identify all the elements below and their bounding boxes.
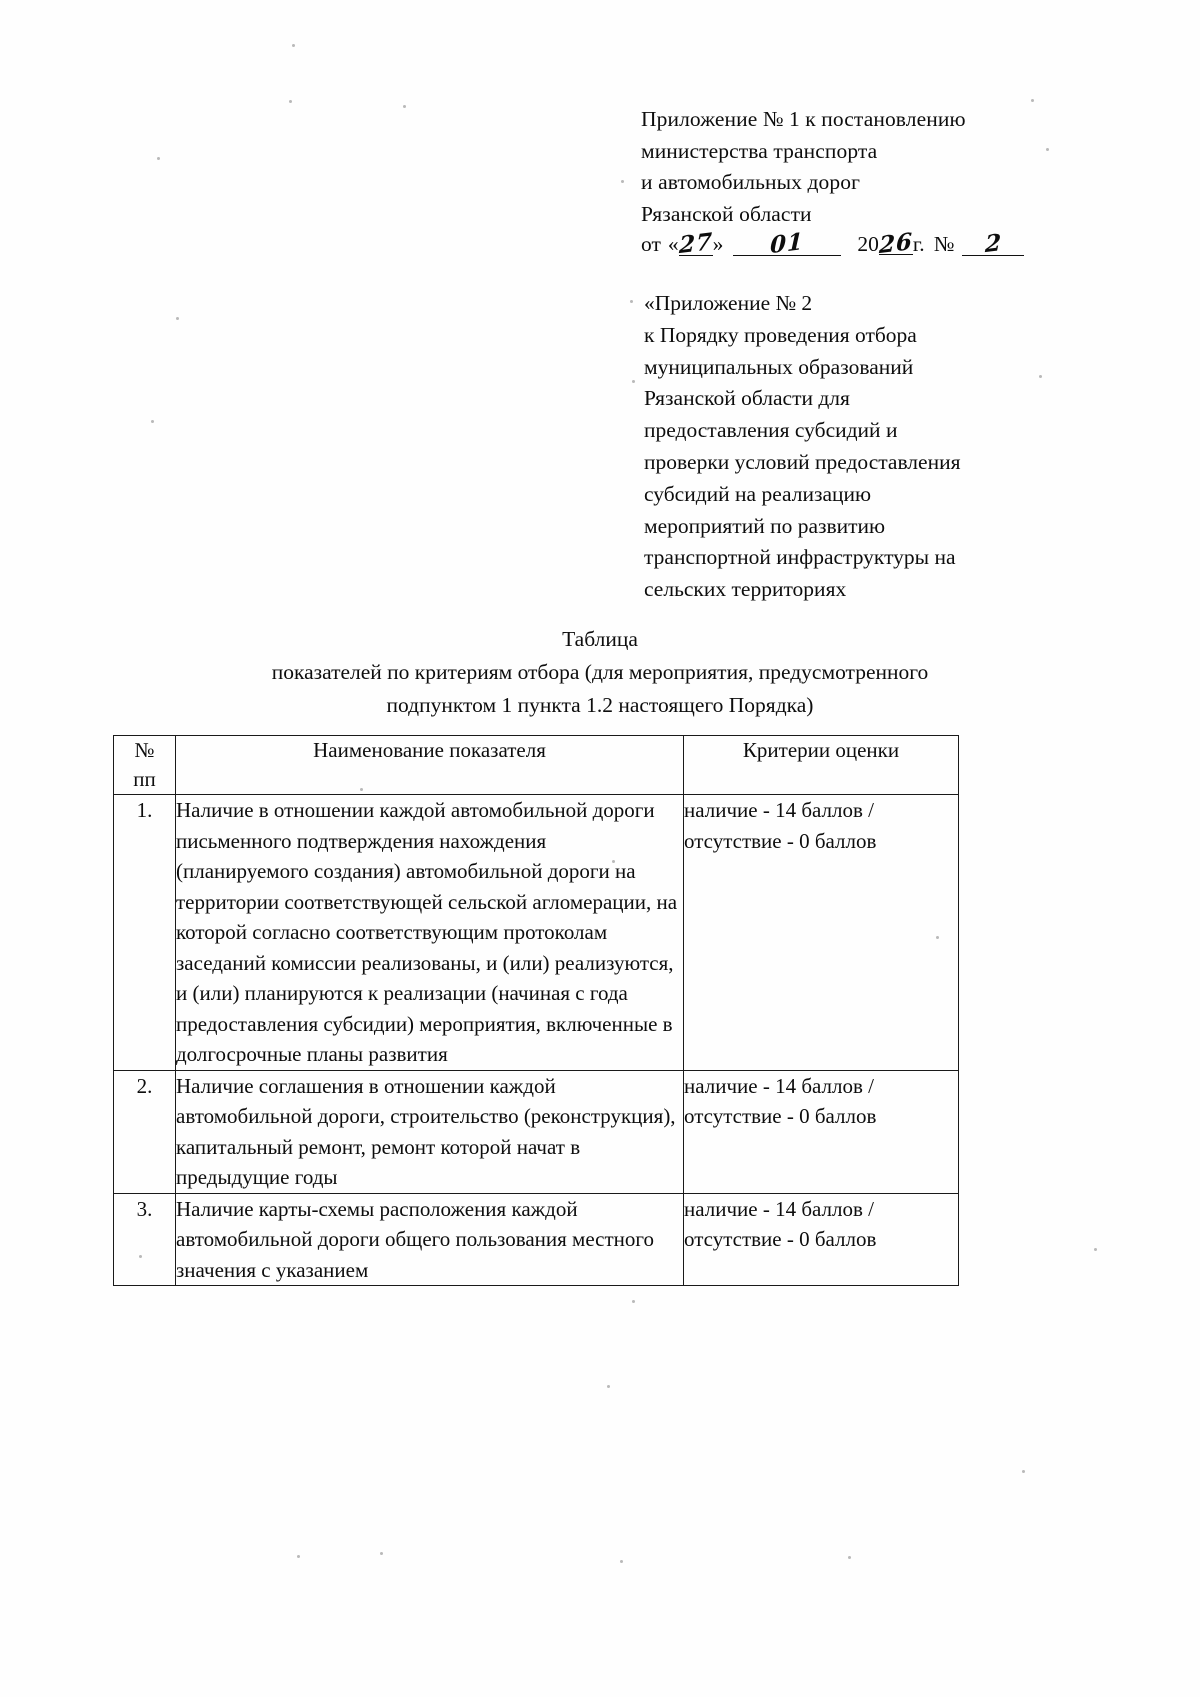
appendix-line-4: Рязанской области для (644, 386, 850, 411)
header-line-4: Рязанской области (641, 201, 812, 226)
scan-speckle (848, 1556, 851, 1559)
table-caption-subtitle-line2: подпунктом 1 пункта 1.2 настоящего Поряд… (386, 693, 814, 717)
table-row: 1. Наличие в отношении каждой автомобиль… (113, 794, 959, 1071)
date-number-field: 2 (962, 228, 1025, 259)
scan-speckle (176, 317, 179, 320)
date-number-handwritten: 2 (984, 228, 1003, 259)
scan-speckle (1031, 99, 1034, 102)
row-criteria-line1: наличие - 14 баллов / (684, 1196, 874, 1221)
scan-speckle (607, 1385, 610, 1388)
date-year-field: 26 (878, 227, 914, 260)
scan-speckle (632, 1300, 635, 1303)
appendix-reference-block: «Приложение № 2 к Порядку проведения отб… (644, 288, 1044, 606)
scan-speckle (151, 420, 154, 423)
header-line-2: министерства транспорта (641, 138, 878, 163)
appendix-line-5: предоставления субсидий и (644, 418, 898, 443)
row-criteria-line2: отсутствие - 0 баллов (684, 1227, 877, 1251)
table-header-number: № пп (113, 735, 176, 795)
scan-speckle (632, 380, 635, 383)
row-criteria: наличие - 14 баллов / отсутствие - 0 бал… (683, 794, 959, 1071)
row-criteria-line2: отсутствие - 0 баллов (684, 828, 877, 853)
scan-speckle (292, 44, 295, 47)
scan-speckle (620, 1560, 623, 1563)
row-criteria-line1: наличие - 14 баллов / (684, 798, 874, 822)
scan-speckle (157, 157, 160, 160)
row-indicator-name: Наличие карты-схемы расположения каждой … (175, 1192, 684, 1286)
date-prefix: от (641, 232, 661, 256)
table-header-criteria: Критерии оценки (683, 735, 959, 795)
row-indicator-name: Наличие в отношении каждой автомобильной… (175, 794, 684, 1071)
appendix-line-7: субсидий на реализацию (644, 481, 872, 506)
table-caption-subtitle-line1: показателей по критериям отбора (для мер… (271, 660, 929, 684)
table-caption: Таблица показателей по критериям отбора … (0, 622, 1200, 722)
appendix-line-1: «Приложение № 2 (644, 291, 813, 315)
date-day-handwritten: 27 (678, 227, 714, 260)
table-caption-title: Таблица (562, 627, 638, 651)
date-quote-close: » (712, 232, 724, 256)
date-year-abbrev: г. (912, 232, 925, 256)
criteria-table: № пп Наименование показателя Критерии оц… (113, 735, 959, 1286)
header-line-3: и автомобильных дорог (641, 170, 861, 194)
row-indicator-name: Наличие соглашения в отношении каждой ав… (175, 1069, 684, 1194)
date-quote-open: « (667, 232, 679, 256)
appendix-line-9: транспортной инфраструктуры на (644, 545, 956, 570)
document-header-block: Приложение № 1 к постановлению министерс… (641, 104, 1061, 230)
row-criteria-line1: наличие - 14 баллов / (684, 1073, 874, 1098)
row-number: 2. (113, 1069, 176, 1194)
scan-speckle (380, 1552, 383, 1555)
appendix-line-8: мероприятий по развитию (644, 513, 886, 538)
date-number-label: № (933, 232, 955, 256)
appendix-line-2: к Порядку проведения отбора (644, 322, 917, 347)
date-month-handwritten: 01 (770, 227, 805, 260)
table-header-number-line2: пп (133, 767, 156, 791)
table-row: 3. Наличие карты-схемы расположения кажд… (113, 1192, 959, 1286)
scan-speckle (289, 100, 292, 103)
date-day-field: 27 (678, 227, 714, 260)
row-criteria: наличие - 14 баллов / отсутствие - 0 бал… (683, 1069, 959, 1194)
date-year-prefix: 20 (857, 232, 879, 256)
row-criteria-line2: отсутствие - 0 баллов (684, 1104, 877, 1128)
document-date-line: от « 27 » 01 20 26 г. № 2 (641, 227, 1025, 260)
row-number: 3. (113, 1192, 176, 1286)
row-criteria: наличие - 14 баллов / отсутствие - 0 бал… (683, 1192, 959, 1286)
appendix-line-6: проверки условий предоставления (644, 449, 961, 474)
header-line-1: Приложение № 1 к постановлению (641, 107, 966, 131)
scan-speckle (630, 300, 633, 303)
date-month-field: 01 (733, 227, 842, 260)
row-number: 1. (113, 794, 176, 1071)
scan-speckle (297, 1555, 300, 1558)
scan-speckle (403, 105, 406, 108)
appendix-line-10: сельских территориях (644, 577, 847, 602)
scan-speckle (1022, 1470, 1025, 1473)
table-header-number-line1: № (134, 738, 155, 762)
scan-speckle (621, 180, 624, 183)
table-header-row: № пп Наименование показателя Критерии оц… (113, 735, 959, 795)
table-header-name: Наименование показателя (175, 735, 684, 795)
appendix-line-3: муниципальных образований (644, 354, 914, 379)
date-year-handwritten: 26 (878, 227, 914, 260)
scan-speckle (1094, 1248, 1097, 1251)
table-row: 2. Наличие соглашения в отношении каждой… (113, 1069, 959, 1194)
